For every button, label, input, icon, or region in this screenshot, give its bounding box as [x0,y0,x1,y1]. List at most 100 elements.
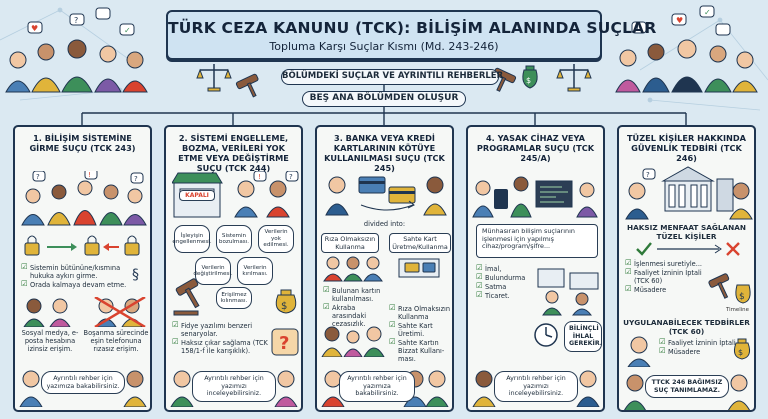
col5-person-icon [627,336,651,367]
closed-sign: KAPALI [179,190,215,201]
col5-section-2: UYGULANABİLECEK TEDBİRLER (TCK 60) [623,318,750,336]
col5-bullets-1: İşlenmesi suretiyle... Faaliyet İzninin … [625,259,711,295]
people-group-left-icon [5,39,148,93]
hex-4: Verilerin değiştirilmesi. [193,257,233,285]
devices-clock-icon [534,268,599,347]
gavel-icon [235,73,259,98]
divided-into-label: divided into: [363,220,406,228]
svg-text:✓: ✓ [704,8,711,17]
family-icon [321,326,385,357]
svg-text:♥: ♥ [676,16,683,25]
col4-bullet-1: İmal, [476,264,540,273]
col4-footer-people-icon [472,370,600,407]
hex-5: Verilerin kırılması. [237,257,273,285]
hex-2: Sistemin bozulması. [216,225,252,253]
svg-text:✓: ✓ [124,26,131,35]
branch-consent: Rıza Olmaksızın Kullanma [321,233,379,253]
col1-bullet-1: Sistemin bütününe/kısmına hukuka aykırı … [21,263,129,280]
svg-text:$: $ [738,348,743,357]
col3-left-bullet-1: Bulunan kartın kullanılması. [323,286,385,303]
sections-pill: BÖLÜMDEKİ SUÇLAR VE AYRINTILI REHBERLER [281,69,503,85]
col4-bullet-2: Bulundurma [476,273,540,282]
svg-text:$: $ [281,301,287,312]
col1-footer-people-icon [19,370,147,407]
people-group-right-icon [615,39,758,93]
svg-text:?: ? [134,175,138,183]
svg-text:?: ? [289,173,293,181]
col5-measure-1: Faaliyet İzninin İptali [659,338,739,347]
page-subtitle: Topluma Karşı Suçlar Kısmı (Md. 243-246) [269,40,499,53]
col4-bullets: İmal, Bulundurma Satma Ticaret. [476,264,540,301]
money-bag-icon: $ [522,65,538,89]
col3-left-bullet-2: Akraba arasındaki cezasızlık. [323,303,385,328]
col3-right-bullet-1: Rıza Olmaksızın Kullanma [389,304,452,321]
column-tck-245a: 4. YASAK CİHAZ VEYA PROGRAMLAR SUÇU (TCK… [466,125,605,412]
col5-section-1: HAKSIZ MENFAAT SAĞLANAN TÜZEL KİŞİLER [626,223,746,241]
col2-bullets: Fidye yazılımı benzeri senaryolar. Haksı… [172,321,268,356]
col5-bullets-2: Faaliyet İzninin İptali Müsadere [659,338,739,357]
title-banner: TÜRK CEZA KANUNU (TCK): BİLİŞİM ALANINDA… [166,10,657,60]
column-tck-246: TÜZEL KİŞİLER HAKKINDA GÜVENLİK TEDBİRİ … [617,125,756,412]
svg-text:$: $ [526,76,531,85]
column-tck-243: 1. BİLİŞİM SİSTEMİNE GİRME SUÇU (TCK 243… [13,125,152,412]
corporate-building-icon: ? [625,166,753,220]
col1-bullet-2: Orada kalmaya devam etme. [21,280,129,289]
col5-measure-2: Müsadere [659,347,739,356]
hex-6: Erişilmez kılınması. [216,287,252,309]
col2-footer-people-icon [170,370,298,407]
page-title: TÜRK CEZA KANUNU (TCK): BİLİŞİM ALANINDA… [168,19,657,37]
svg-text:$: $ [739,292,745,302]
svg-text:?: ? [74,16,78,25]
col4-bullet-4: Ticaret. [476,291,540,300]
col4-bullet-3: Satma [476,282,540,291]
col2-guide-bubble: Ayrıntılı rehber için yazımızı inceleyeb… [192,371,276,402]
hex-1: İşleyişin engellenmesi. [172,225,212,253]
hex-3: Verilerin yok edilmesi. [258,225,294,253]
section-sign-icon: § [132,267,139,283]
svg-text:♥: ♥ [31,24,38,33]
col5-bullet-1: İşlenmesi suretiyle... [625,259,711,268]
col1-guide-bubble: Ayrıntılı rehber için yazımıza bakabilir… [41,371,125,394]
col2-title: 2. SİSTEMİ ENGELLEME, BOZMA, VERİLERİ YO… [178,133,289,173]
column-tck-245: 3. BANKA VEYA KREDİ KARTLARININ KÖTÜYE K… [315,125,454,412]
svg-text:!: ! [636,24,639,33]
col3-right-bullet-3: Sahte Kartın Bizzat Kullanı-ması. [389,338,452,363]
scales-icon [196,64,232,92]
column-tck-244: 2. SİSTEMİ ENGELLEME, BOZMA, VERİLERİ YO… [164,125,303,412]
col1-case-1: Sosyal medya, e-posta hesabına izinsiz e… [21,329,79,353]
question-box-icon: ? [271,328,299,356]
timeline-label: Timeline [726,307,749,313]
col4-title: 4. YASAK CİHAZ VEYA PROGRAMLAR SUÇU (TCK… [476,133,595,163]
col3-title: 3. BANKA VEYA KREDİ KARTLARININ KÖTÜYE K… [324,133,445,173]
col1-bullets: Sistemin bütününe/kısmına hukuka aykırı … [21,263,129,290]
col2-bullet-2: Haksız çıkar sağlama (TCK 158/1-f ile ka… [172,338,268,355]
five-sections-pill: BEŞ ANA BÖLÜMDEN OLUŞUR [302,91,466,107]
svg-text:!: ! [88,171,91,179]
scales-icon-right [556,64,592,92]
col4-guide-bubble: Ayrıntılı rehber için yazımızı inceleyeb… [494,371,578,402]
locks-row-icon [24,235,140,256]
col3-right-bullet-2: Sahte Kart Üretimi. [389,321,452,338]
header-illustration: ♥ ? ✓ ♥ ✓ ! $ [5,5,758,98]
people-cases-icon [23,297,146,327]
svg-text:?: ? [279,333,289,354]
money-bag-icon: $ [275,289,297,314]
gavel-money-icon: $ [708,273,751,304]
col4-conscious-bubble: BİLİNÇLİ İHLAL GEREKİR. [564,321,602,352]
check-cross-icon [636,242,740,256]
col5-bullet-3: Müsadere [625,285,711,294]
card-exchange-icon [325,176,447,216]
programmers-icon [472,176,598,218]
col3-guide-bubble: Ayrıntılı rehber için yazımıza bakabilir… [339,371,415,402]
col3-bullets-right: Rıza Olmaksızın Kullanma Sahte Kart Üret… [389,304,452,364]
col1-title: 1. BİLİŞİM SİSTEMİNE GİRME SUÇU (TCK 243… [29,133,136,153]
people-discussion-icon: ? ! ? [21,171,147,226]
money-bag-icon-small: $ [734,338,750,360]
col5-independent-bubble: TTCK 246 BAĞIMSIZ SUÇ TANIMLAMAZ. [645,375,729,398]
col2-bullet-1: Fidye yazılımı benzeri senaryolar. [172,321,268,338]
col5-bullet-2: Faaliyet İzninin İptali (TCK 60) [625,268,711,285]
col5-footer-people-icon [624,374,750,410]
svg-text:?: ? [646,171,650,179]
col5-title: TÜZEL KİŞİLER HAKKINDA GÜVENLİK TEDBİRİ … [626,133,747,163]
col3-bullets-left: Bulunan kartın kullanılması. Akraba aras… [323,286,385,329]
